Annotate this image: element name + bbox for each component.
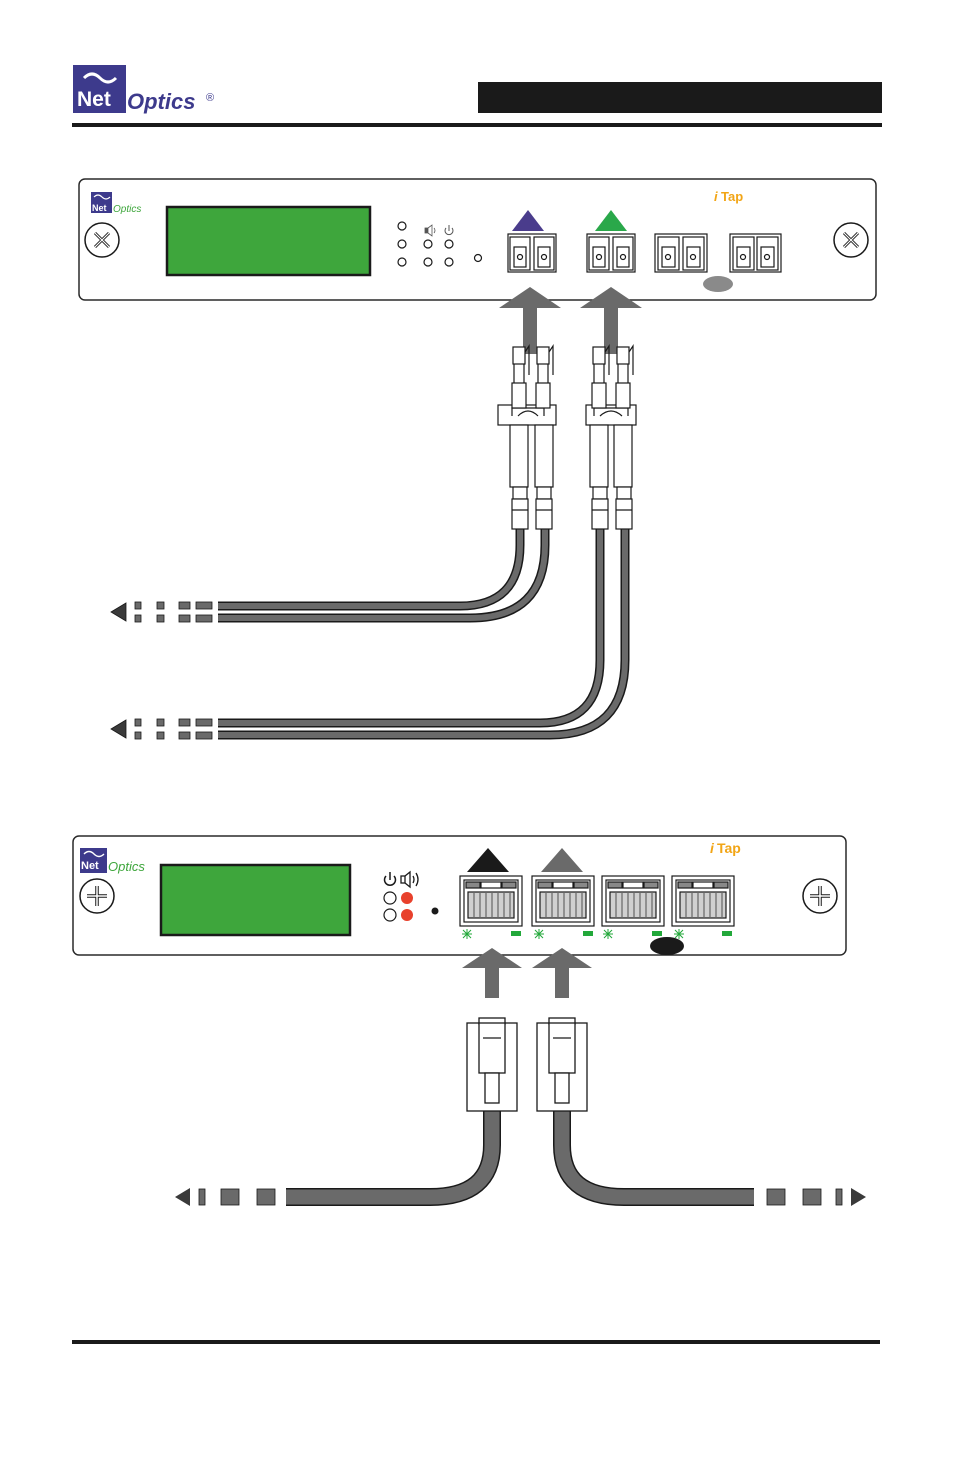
fiber-model-tap-text: Tap (721, 189, 743, 204)
net-optics-logo: Net Optics ® (73, 65, 214, 114)
copper-panel-screw-left (80, 879, 114, 913)
logo-optics-text: Optics (127, 89, 195, 114)
copper-port-b[interactable] (532, 876, 594, 926)
fiber-cable-continuation-top (111, 602, 212, 622)
fiber-brand-optics-text: Optics (113, 204, 141, 215)
rj45-plug-b (537, 1018, 587, 1111)
fiber-monitor-port-b[interactable] (730, 234, 781, 272)
copper-cable-continuation-right (767, 1188, 866, 1206)
footer-rule (72, 1340, 880, 1344)
copper-panel-screw-right (803, 879, 837, 913)
rj45-plug-a (467, 1018, 517, 1111)
fiber-panel-screw-right (834, 223, 868, 257)
fiber-cables (218, 528, 625, 735)
header-rule (72, 123, 882, 127)
fiber-port-b[interactable] (587, 234, 635, 272)
fiber-monitor-port-a[interactable] (655, 234, 707, 272)
fiber-panel-badge (703, 276, 733, 292)
copper-model-tap-text: Tap (717, 840, 741, 856)
copper-monitor-port-a[interactable] (602, 876, 664, 926)
header: Net Optics ® (72, 65, 882, 127)
fiber-panel-screw-left (85, 223, 119, 257)
logo-registered-mark: ® (206, 92, 214, 104)
header-title-bar (478, 82, 882, 113)
copper-brand-net-text: Net (81, 860, 99, 872)
fiber-tap-panel: Net Optics i Tap (79, 179, 876, 300)
copper-tap-panel: Net Optics i Tap (73, 836, 846, 955)
fiber-model-i-text: i (714, 189, 718, 204)
fiber-brand-net-text: Net (92, 203, 107, 213)
copper-cables (286, 1110, 754, 1197)
lc-connector-b (586, 346, 636, 529)
copper-port-a[interactable] (460, 876, 522, 926)
copper-lcd-display (161, 865, 350, 935)
copper-cable-continuation-left (175, 1188, 275, 1206)
logo-net-text: Net (77, 88, 111, 111)
copper-panel-badge (650, 937, 684, 955)
fiber-cable-continuation-bottom (111, 719, 212, 739)
fiber-lcd-display (167, 207, 370, 275)
copper-brand-optics-text: Optics (108, 859, 145, 874)
copper-monitor-port-b[interactable] (672, 876, 734, 926)
fiber-port-a[interactable] (508, 234, 556, 272)
lc-connector-a (498, 346, 556, 529)
